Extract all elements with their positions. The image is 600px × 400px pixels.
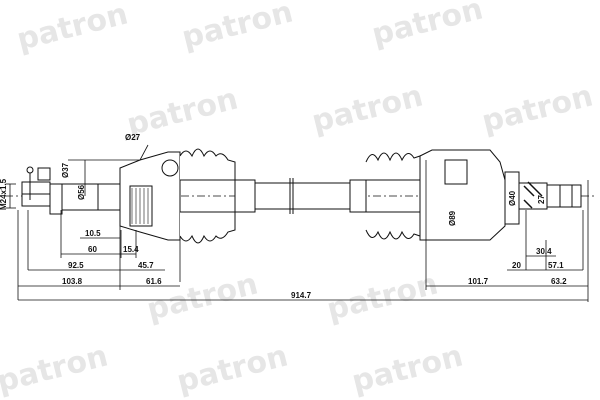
watermark: patron: [173, 339, 291, 400]
inner-boot-top: [365, 152, 421, 181]
center-shaft: [254, 182, 351, 210]
dim-103-8: 103.8: [62, 277, 83, 286]
dim-92-5: 92.5: [68, 261, 84, 270]
outer-boot-bottom: [179, 211, 236, 244]
dim-45-7: 45.7: [138, 261, 154, 270]
label-dia-89: Ø89: [448, 210, 457, 226]
watermark: patron: [348, 339, 466, 400]
dim-101-7: 101.7: [468, 277, 489, 286]
label-dia-27: Ø27: [125, 133, 141, 142]
dim-63-2: 63.2: [551, 277, 567, 286]
watermark: patron: [478, 79, 596, 140]
dim-57-1: 57.1: [548, 261, 564, 270]
dim-61-6: 61.6: [146, 277, 162, 286]
watermark: patron: [123, 82, 241, 143]
label-thread: M24x1.5: [0, 178, 8, 210]
outer-joint-nut: [21, 166, 63, 215]
abs-ring: [129, 185, 153, 227]
outer-boot-top: [179, 148, 236, 181]
dim-15-4: 15.4: [123, 245, 139, 254]
watermark: patron: [323, 267, 441, 328]
inner-boot-bottom: [365, 211, 421, 240]
dim-60: 60: [88, 245, 97, 254]
label-spline-27: 27: [537, 195, 546, 204]
dim-30-4: 30.4: [536, 247, 552, 256]
label-dia-40: Ø40: [508, 190, 517, 206]
watermark: patron: [178, 0, 296, 56]
watermark: patron: [0, 339, 111, 400]
watermark: patron: [143, 267, 261, 328]
dim-20: 20: [512, 261, 521, 270]
dimension-lines: [6, 144, 589, 302]
dim-total-length: 914.7: [291, 291, 312, 300]
inner-stub: [546, 184, 582, 208]
watermark: patron: [13, 0, 131, 58]
label-dia-37: Ø37: [61, 162, 70, 178]
dim-10-5: 10.5: [85, 229, 101, 238]
shaft-geometry: [5, 148, 595, 244]
watermark: patron: [308, 79, 426, 140]
outer-stub-shaft: [61, 183, 121, 211]
label-dia-56: Ø56: [77, 184, 86, 200]
watermark: patron: [368, 0, 486, 53]
dimension-labels: M24x1.5 Ø37 Ø56 Ø27 Ø89 Ø40 27 10.5 60 1…: [0, 133, 567, 300]
